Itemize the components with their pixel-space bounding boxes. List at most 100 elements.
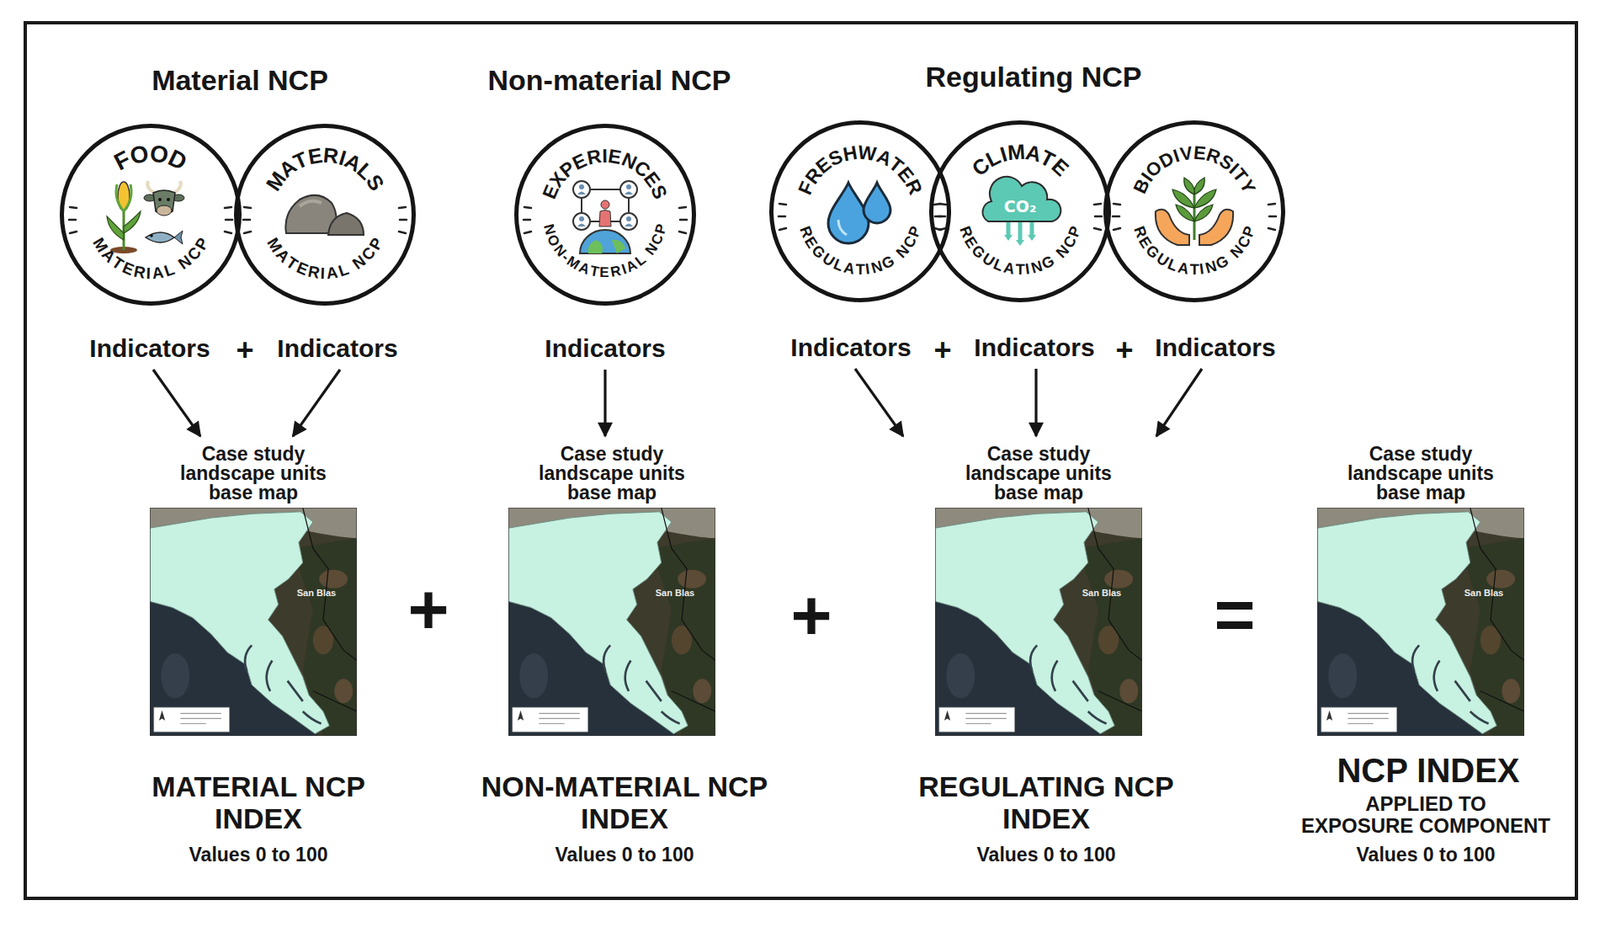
group-heading: Regulating NCP [925, 60, 1143, 94]
glyph: T [1036, 146, 1058, 171]
glyph: N [1227, 242, 1246, 261]
glyph [345, 258, 357, 275]
value-range: Values 0 to 100 [189, 843, 329, 866]
glyph: F [795, 178, 819, 197]
case-study-map [1317, 507, 1525, 736]
circle-outline [236, 126, 415, 304]
glyph: R [306, 263, 321, 282]
glyph: S [1215, 151, 1236, 174]
indicator-arrow [153, 369, 201, 436]
glyph: H [841, 143, 859, 165]
glyph: A [151, 264, 165, 282]
glyph: C [967, 154, 994, 181]
index-title: REGULATING NCP INDEX [907, 770, 1186, 835]
glyph: L [983, 145, 1005, 171]
circle-outline [62, 126, 240, 304]
outer-frame [25, 22, 1577, 899]
glyph: R [797, 223, 815, 240]
experiences-icon [620, 212, 638, 230]
glyph: I [1225, 159, 1242, 177]
indicators-label: Indicators [973, 333, 1095, 362]
experiences-icon [600, 200, 610, 209]
glyph: A [99, 245, 119, 266]
circle-outline [771, 122, 950, 301]
icon-title: EXPERIENCES [514, 123, 697, 306]
index-title: NCP INDEX [1336, 750, 1520, 790]
glyph: I [619, 261, 628, 277]
glyph: G [968, 242, 989, 262]
circle-outline [59, 123, 242, 306]
experiences-icon [579, 229, 631, 254]
glyph: O [148, 141, 170, 168]
food-icon [106, 216, 124, 240]
glyph: N [1029, 258, 1045, 277]
circle-ground [61, 125, 240, 304]
glyph: M [90, 234, 111, 255]
case-study-map [935, 507, 1143, 736]
glyph: C [1234, 233, 1254, 251]
glyph: E [120, 259, 137, 278]
place-name: San Blas [1464, 587, 1504, 599]
map-heading: Case study landscape units base map [1336, 444, 1505, 503]
glyph: C [358, 244, 378, 264]
index-subtitle: EXPOSURE COMPONENT [1301, 814, 1551, 837]
indicator-arrow [855, 368, 904, 436]
equals-sign: = [1213, 574, 1255, 656]
glyph: L [830, 255, 846, 274]
icon-category: REGULATING NCP [769, 120, 952, 303]
experiences-icon [626, 184, 632, 190]
ncp-icon-circle: EXPERIENCESNON-MATERIAL NCPIndicators [514, 123, 697, 363]
freshwater-icon [863, 182, 891, 224]
glyph: R [1131, 223, 1149, 240]
climate-icon [1008, 221, 1032, 242]
glyph: N [1052, 242, 1072, 261]
circle-outline [1105, 122, 1284, 301]
glyph: C [1060, 233, 1080, 251]
ncp-icon-circle: FOODMATERIAL NCPIndicators [59, 123, 242, 363]
glyph: A [576, 260, 592, 277]
glyph: C [184, 244, 204, 264]
icon-category: NON-MATERIAL NCP [514, 123, 697, 306]
glyph: E [813, 154, 835, 178]
glyph: R [1203, 145, 1223, 168]
glyph: P [1239, 223, 1258, 240]
glyph: P [366, 234, 386, 252]
glyph: R [901, 176, 925, 198]
indicators-label: Indicators [276, 334, 398, 363]
glyph: R [956, 223, 975, 240]
glyph: E [539, 182, 563, 202]
glyph: T [109, 254, 127, 273]
glyph: I [601, 146, 608, 166]
glyph: U [1153, 250, 1172, 270]
glyph: T [855, 261, 865, 277]
food-icon [174, 230, 183, 245]
biodiversity-icon [1193, 189, 1197, 240]
case-study-map [149, 507, 357, 736]
map-panel: Case study landscape units base mapSan B… [149, 444, 357, 736]
glyph: A [1175, 260, 1190, 277]
map-panel: Case study landscape units base mapSan B… [1317, 444, 1525, 736]
experiences-icon [573, 180, 638, 254]
indicators-label: Indicators [790, 333, 911, 362]
map-panel: Case study landscape units base mapSan B… [508, 444, 716, 736]
glyph: S [825, 146, 846, 170]
glyph: S [361, 170, 388, 195]
value-range: Values 0 to 100 [1356, 843, 1496, 866]
glyph: C [630, 157, 654, 181]
glyph: I [997, 143, 1010, 165]
glyph: N [642, 240, 660, 258]
glyph [889, 249, 903, 265]
glyph: I [1198, 260, 1205, 277]
glyph: P [1065, 223, 1084, 240]
glyph: I [1137, 170, 1156, 186]
freshwater-icon [828, 182, 891, 244]
circle-ground [930, 122, 1110, 301]
glyph: U [819, 250, 838, 270]
circle-outline [769, 120, 952, 303]
glyph: N [541, 222, 559, 236]
indicator-arrow [292, 369, 341, 436]
experiences-icon [588, 239, 626, 254]
glyph: Y [1235, 176, 1258, 197]
food-icon [145, 232, 175, 243]
